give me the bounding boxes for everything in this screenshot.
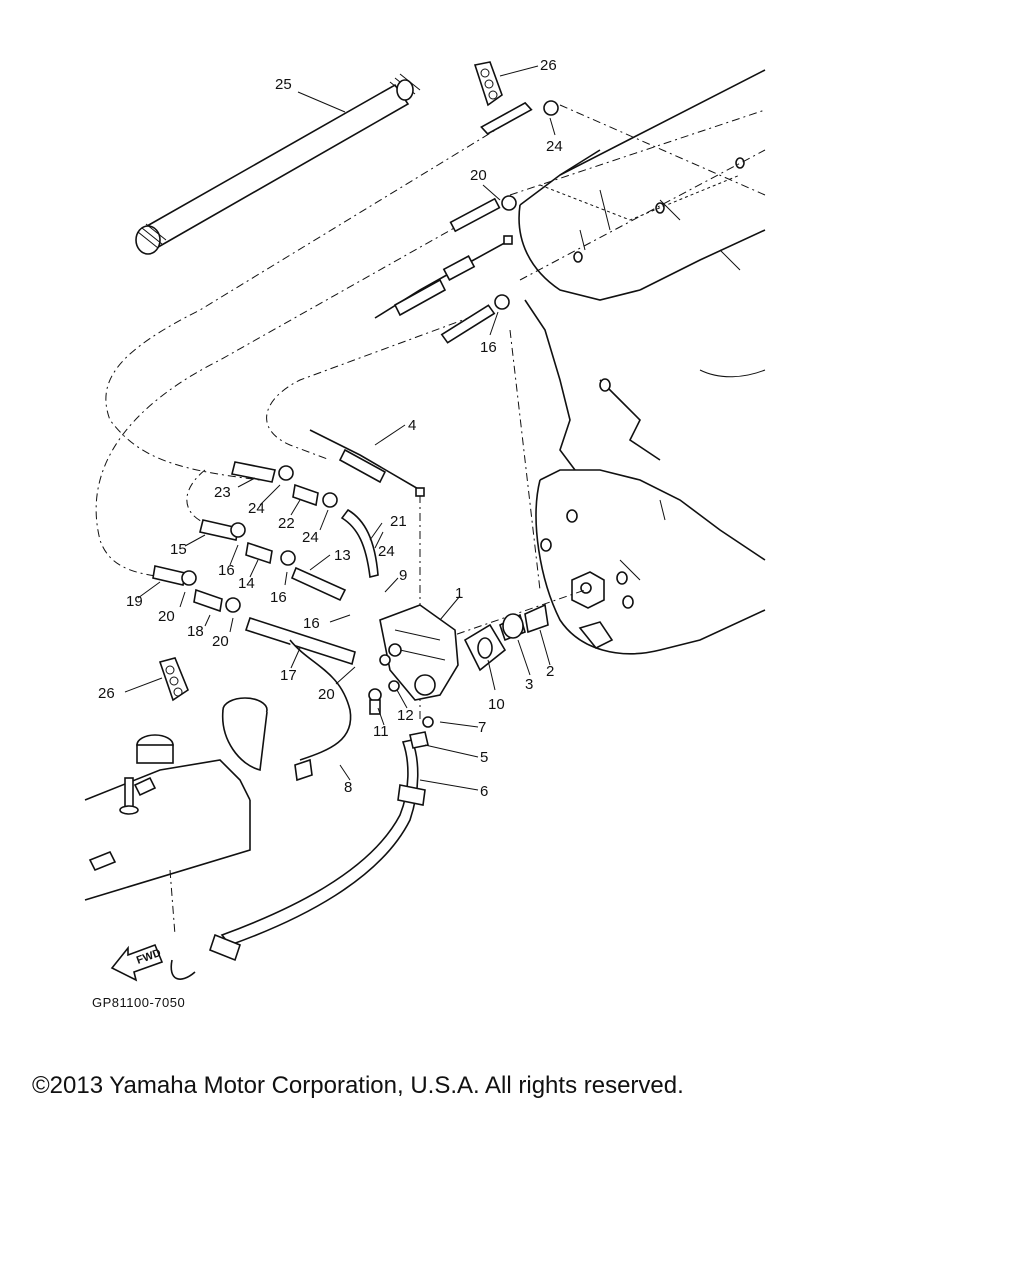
callouts: 1 2 3 4 5 6 7 8 9 10 11 12 13 14 15 16 1… — [98, 57, 563, 800]
copyright-notice: ©2013 Yamaha Motor Corporation, U.S.A. A… — [32, 1072, 684, 1099]
fwd-arrow: FWD — [110, 943, 164, 982]
callout-16-d: 16 — [303, 615, 320, 632]
callout-17: 17 — [280, 667, 297, 684]
callout-24-c: 24 — [302, 529, 319, 546]
callout-26-b: 26 — [98, 685, 115, 702]
callout-2: 2 — [546, 663, 554, 680]
callout-6: 6 — [480, 783, 488, 800]
oil-tank — [84, 697, 268, 901]
callout-24-a: 24 — [546, 138, 563, 155]
callout-13: 13 — [334, 547, 351, 564]
callout-18: 18 — [187, 623, 204, 640]
diagram-code: GP81100-7050 — [92, 995, 186, 1010]
callout-4: 4 — [408, 417, 416, 434]
callout-3: 3 — [525, 676, 533, 693]
callout-9: 9 — [399, 567, 407, 584]
callout-20-a: 20 — [470, 167, 487, 184]
callout-25: 25 — [275, 76, 292, 93]
callout-16-c: 16 — [270, 589, 287, 606]
engine-block — [518, 69, 766, 655]
callout-26-a: 26 — [540, 57, 557, 74]
hose-25 — [135, 73, 421, 255]
callout-12: 12 — [397, 707, 414, 724]
callout-15: 15 — [170, 541, 187, 558]
cable-4 — [309, 429, 425, 497]
reference-lines — [169, 104, 766, 936]
callout-10: 10 — [488, 696, 505, 713]
callout-24-b: 24 — [248, 500, 265, 517]
callout-16-b: 16 — [218, 562, 235, 579]
callout-20-d: 20 — [318, 686, 335, 703]
callout-20-b: 20 — [158, 608, 175, 625]
routing-hoses — [95, 101, 533, 579]
callout-1: 1 — [455, 585, 463, 602]
return-hoses — [170, 639, 429, 980]
callout-23: 23 — [214, 484, 231, 501]
oil-pump — [368, 603, 549, 728]
callout-11: 11 — [373, 723, 389, 740]
callout-20-c: 20 — [212, 633, 229, 650]
cable-upper — [374, 235, 513, 319]
hose-fittings — [152, 100, 559, 666]
callout-14: 14 — [238, 575, 255, 592]
callout-21: 21 — [390, 513, 407, 530]
clip-holder-26-top — [473, 61, 503, 107]
callout-16-a: 16 — [480, 339, 497, 356]
leader-lines — [124, 65, 556, 791]
callout-8: 8 — [344, 779, 352, 796]
callout-7: 7 — [478, 719, 486, 736]
callout-24-d: 24 — [378, 543, 395, 560]
clip-holder-26-left — [158, 657, 189, 702]
callout-22: 22 — [278, 515, 295, 532]
callout-5: 5 — [480, 749, 488, 766]
parts-diagram: FWD 1 2 3 4 5 6 7 8 9 10 11 12 1 — [84, 57, 766, 982]
callout-19: 19 — [126, 593, 143, 610]
